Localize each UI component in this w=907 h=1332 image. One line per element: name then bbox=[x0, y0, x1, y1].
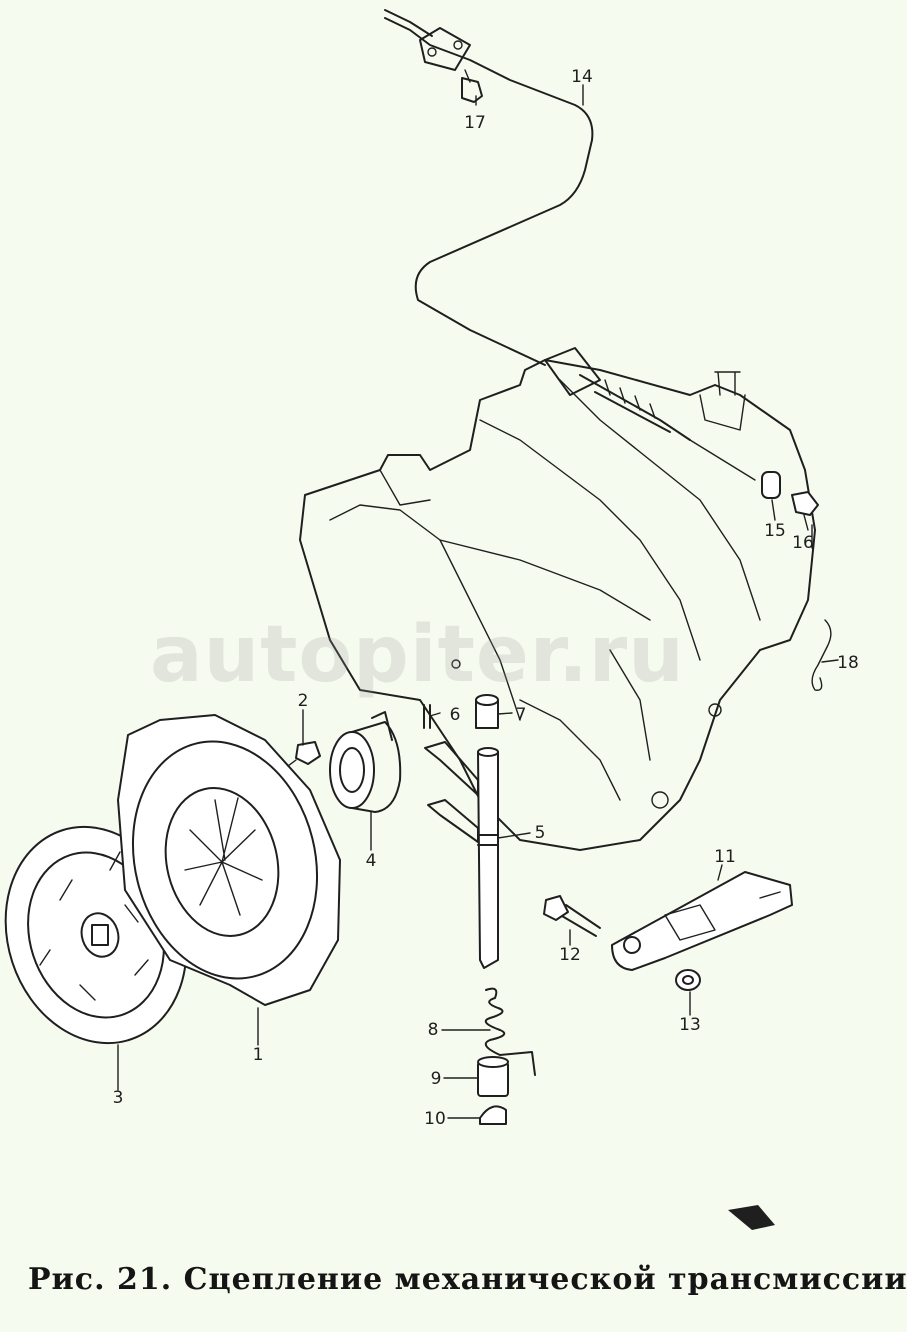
cap-10 bbox=[479, 1105, 507, 1125]
direction-arrow bbox=[728, 1205, 775, 1230]
callout-17: 17 bbox=[464, 113, 486, 133]
leader-lines bbox=[117, 84, 839, 1119]
callout-12: 12 bbox=[559, 945, 581, 965]
callout-13: 13 bbox=[679, 1015, 701, 1035]
clip-18 bbox=[811, 619, 832, 691]
part-16 bbox=[791, 491, 819, 549]
bolt-2 bbox=[287, 741, 321, 767]
transmission-housing bbox=[299, 359, 816, 851]
callout-6: 6 bbox=[450, 705, 461, 725]
bushing-7 bbox=[475, 694, 499, 729]
callout-5: 5 bbox=[535, 823, 546, 843]
figure-caption: Рис. 21. Сцепление механической трансмис… bbox=[28, 1262, 907, 1297]
callout-3: 3 bbox=[113, 1088, 124, 1108]
bushing-9 bbox=[477, 1056, 509, 1097]
callout-10: 10 bbox=[424, 1109, 446, 1129]
callout-16: 16 bbox=[792, 533, 814, 553]
callout-8: 8 bbox=[428, 1020, 439, 1040]
callout-2: 2 bbox=[298, 691, 309, 711]
release-lever bbox=[611, 871, 793, 971]
callout-9: 9 bbox=[431, 1069, 442, 1089]
spring-8 bbox=[484, 987, 536, 1076]
part-15 bbox=[761, 471, 781, 499]
callout-7: 7 bbox=[516, 705, 527, 725]
callout-18: 18 bbox=[837, 653, 859, 673]
callout-14: 14 bbox=[571, 67, 593, 87]
pin-6 bbox=[423, 704, 431, 729]
callout-15: 15 bbox=[764, 521, 786, 541]
bolt-17 bbox=[461, 69, 483, 103]
clutch-cable bbox=[384, 9, 756, 481]
release-shaft bbox=[424, 741, 499, 969]
callout-1: 1 bbox=[253, 1045, 264, 1065]
bolt-12 bbox=[543, 895, 601, 937]
callout-4: 4 bbox=[366, 851, 377, 871]
nut-13 bbox=[675, 969, 701, 991]
release-bearing bbox=[329, 711, 402, 813]
watermark: autopiter.ru bbox=[150, 610, 685, 700]
pressure-plate bbox=[117, 714, 341, 1006]
callout-11: 11 bbox=[714, 847, 736, 867]
clutch-exploded-diagram: 1 2 3 4 5 6 7 8 9 10 11 12 13 14 15 16 1… bbox=[4, 9, 859, 1230]
